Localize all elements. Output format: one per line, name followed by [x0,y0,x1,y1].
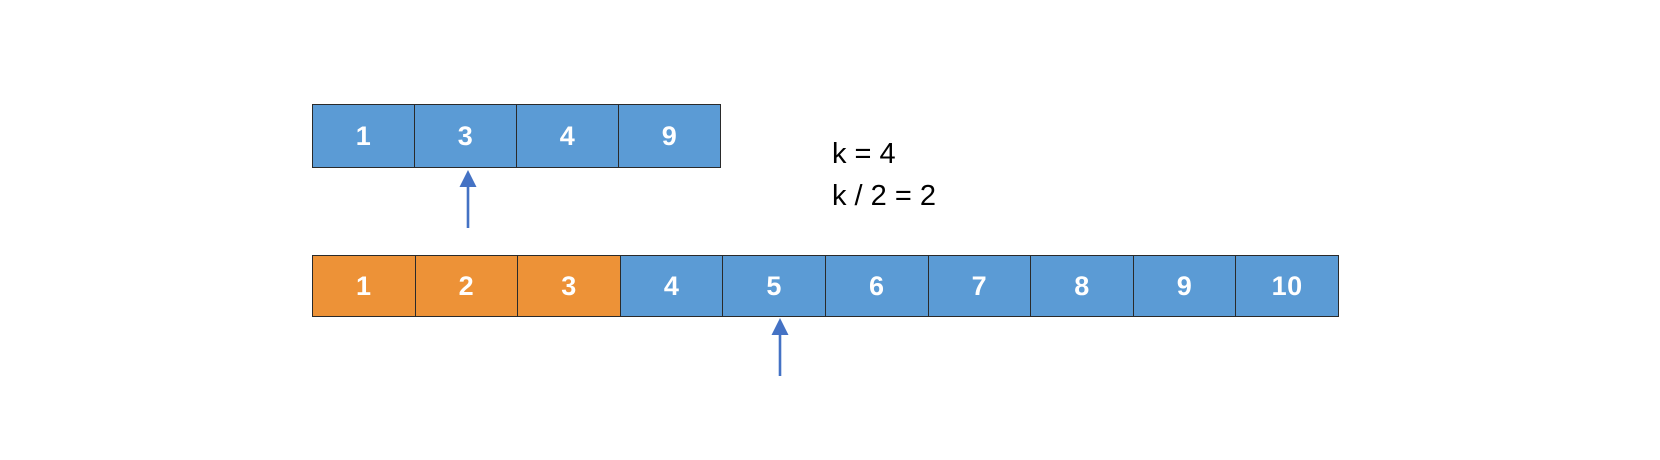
array-cell: 8 [1030,255,1134,317]
array-cell: 3 [414,104,517,168]
bottom-array: 1 2 3 4 5 6 7 8 9 10 [312,255,1339,317]
array-cell: 1 [312,104,415,168]
array-cell: 10 [1235,255,1339,317]
top-array: 1 3 4 9 [312,104,721,168]
array-cell: 3 [517,255,621,317]
pointer-up-arrow-icon [771,318,789,376]
array-cell: 1 [312,255,416,317]
array-cell: 7 [927,255,1032,317]
array-cell: 5 [722,255,826,317]
formula-note: k = 4 k / 2 = 2 [832,133,936,217]
array-cell: 9 [618,104,721,168]
array-cell: 4 [619,255,724,317]
array-cell: 4 [516,104,619,168]
array-cell: 6 [824,255,929,317]
array-cell: 9 [1132,255,1237,317]
pointer-up-arrow-icon [459,170,477,228]
note-line-k: k = 4 [832,138,896,170]
note-line-k-half: k / 2 = 2 [832,180,936,212]
array-cell: 2 [414,255,519,317]
